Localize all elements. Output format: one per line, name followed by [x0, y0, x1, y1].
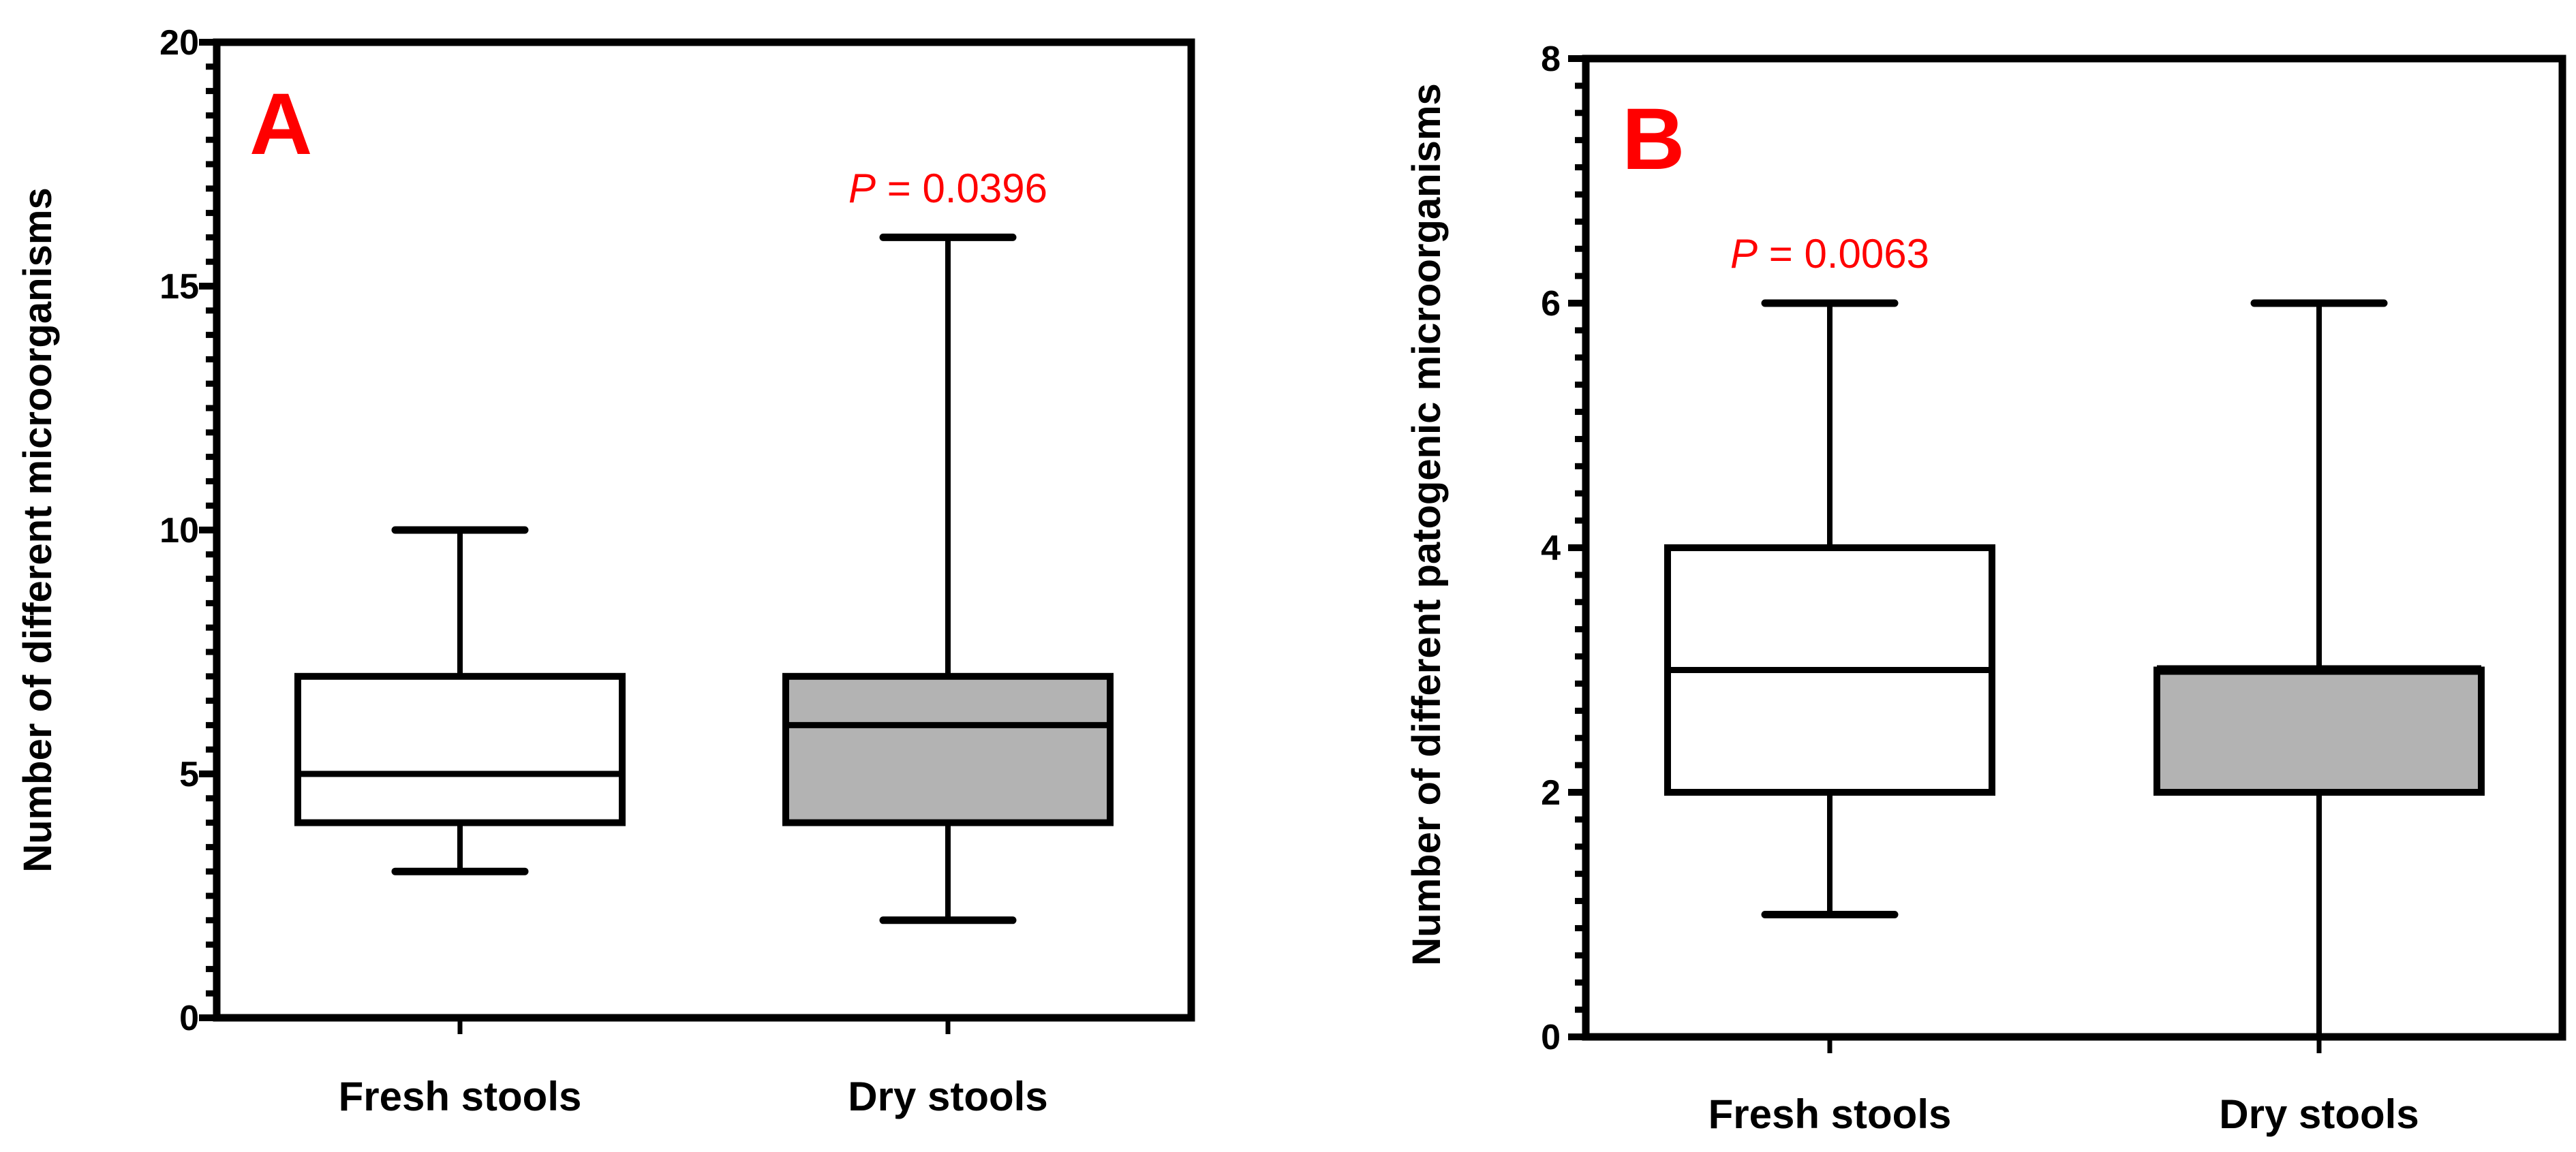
y-tick-label-20: 20 — [159, 23, 199, 63]
box-dry-stools — [2153, 299, 2485, 1037]
iqr-box — [2153, 666, 2485, 796]
panel-letter: A — [249, 76, 312, 173]
y-tick-label-0: 0 — [179, 999, 199, 1038]
y-axis-title: Number of different patogenic microorgan… — [1405, 83, 1449, 966]
panel-b-y-ticks — [1568, 55, 2322, 1053]
y-tick-label-0: 0 — [1541, 1018, 1561, 1057]
y-tick-label-15: 15 — [159, 267, 199, 307]
panel-a-plot-area — [213, 38, 1195, 1022]
p-symbol: P — [848, 166, 876, 211]
p-value-text: = 0.0063 — [1758, 231, 1929, 277]
y-tick-label-8: 8 — [1541, 40, 1561, 79]
box-fresh-stools — [294, 526, 626, 875]
y-tick-label-2: 2 — [1541, 773, 1561, 813]
x-category-label-dry: Dry stools — [848, 1074, 1047, 1119]
box-dry-stools — [782, 233, 1114, 924]
iqr-box — [294, 672, 626, 826]
p-value-annotation: P = 0.0063 — [1730, 231, 1929, 277]
y-tick-label-10: 10 — [159, 511, 199, 550]
x-category-label-dry: Dry stools — [2219, 1091, 2419, 1137]
iqr-box — [782, 672, 1114, 826]
panel-a-y-ticks — [199, 39, 951, 1034]
p-symbol: P — [1730, 231, 1758, 277]
y-axis-title: Number of different microorganisms — [16, 187, 60, 872]
panel-a: 0 5 10 15 20 Number of different microor… — [16, 23, 1195, 1119]
y-tick-label-6: 6 — [1541, 284, 1561, 324]
p-value-text: = 0.0396 — [876, 166, 1047, 211]
p-value-annotation: P = 0.0396 — [848, 166, 1047, 211]
y-tick-label-4: 4 — [1541, 529, 1561, 568]
box-fresh-stools — [1664, 299, 1995, 918]
panel-letter: B — [1622, 91, 1685, 188]
x-category-label-fresh: Fresh stools — [1708, 1091, 1952, 1137]
panel-b: 0 2 4 6 8 Number of different patogenic … — [1405, 40, 2566, 1137]
y-tick-label-5: 5 — [179, 755, 199, 794]
x-category-label-fresh: Fresh stools — [339, 1074, 582, 1119]
